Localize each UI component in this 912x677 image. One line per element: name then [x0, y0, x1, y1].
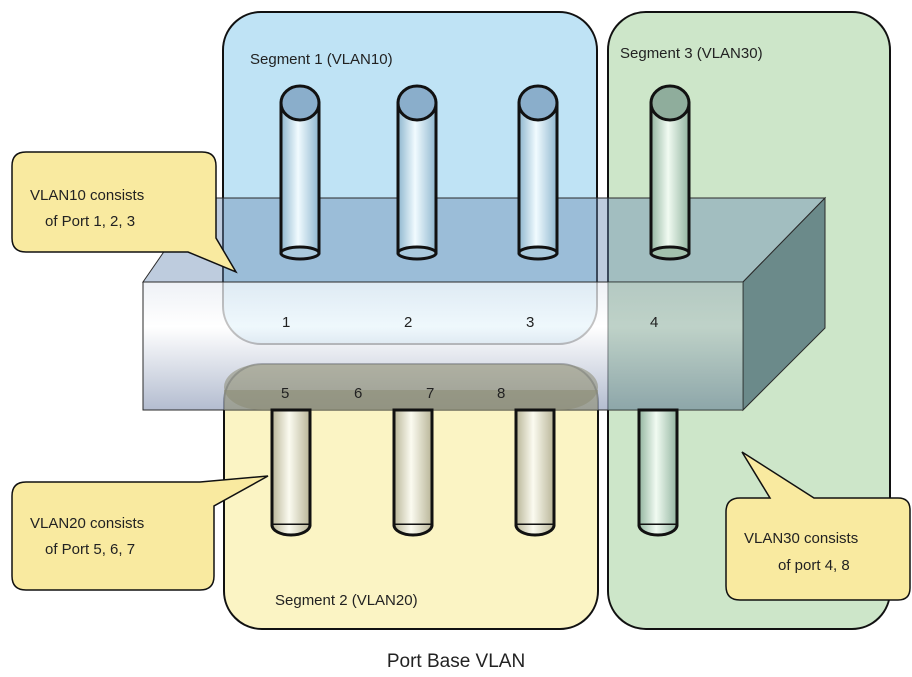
- callout-vlan20-line2: of Port 5, 6, 7: [45, 541, 135, 558]
- port-label-6: 6: [354, 385, 362, 402]
- segment-2-label: Segment 2 (VLAN20): [275, 592, 418, 609]
- callout-vlan30-line1: VLAN30 consists: [744, 530, 858, 547]
- callout-vlan10: VLAN10 consists of Port 1, 2, 3: [11, 151, 238, 274]
- callout-vlan20: VLAN20 consists of Port 5, 6, 7: [11, 475, 269, 591]
- callout-vlan30-line2: of port 4, 8: [778, 557, 850, 574]
- port-cylinder-7: [392, 408, 434, 537]
- callout-vlan10-line1: VLAN10 consists: [30, 187, 144, 204]
- segment-3-label: Segment 3 (VLAN30): [620, 45, 763, 62]
- port-cylinder-4-bottom: [637, 408, 679, 537]
- port-cylinder-3: [517, 84, 559, 261]
- port-cylinder-8: [514, 408, 556, 537]
- port-label-2: 2: [404, 314, 412, 331]
- diagram-caption: Port Base VLAN: [387, 651, 525, 672]
- callout-vlan30: VLAN30 consists of port 4, 8: [725, 451, 911, 601]
- port-cylinder-2: [396, 84, 438, 261]
- port-label-8: 8: [497, 385, 505, 402]
- switch-side-face: [742, 196, 826, 412]
- segment-1-label: Segment 1 (VLAN10): [250, 51, 393, 68]
- port-label-3: 3: [526, 314, 534, 331]
- port-label-1: 1: [282, 314, 290, 331]
- port-label-7: 7: [426, 385, 434, 402]
- port-cylinder-1: [279, 84, 321, 261]
- switch-top-face: [142, 197, 827, 283]
- callout-vlan20-line1: VLAN20 consists: [30, 515, 144, 532]
- port-label-5: 5: [281, 385, 289, 402]
- port-cylinder-4: [649, 84, 691, 261]
- callout-vlan10-line2: of Port 1, 2, 3: [45, 213, 135, 230]
- port-label-4: 4: [650, 314, 658, 331]
- segment-2-switch-overlay-base: [224, 390, 598, 410]
- port-cylinder-5: [270, 408, 312, 537]
- switch-front-tint-segment3: [608, 282, 743, 410]
